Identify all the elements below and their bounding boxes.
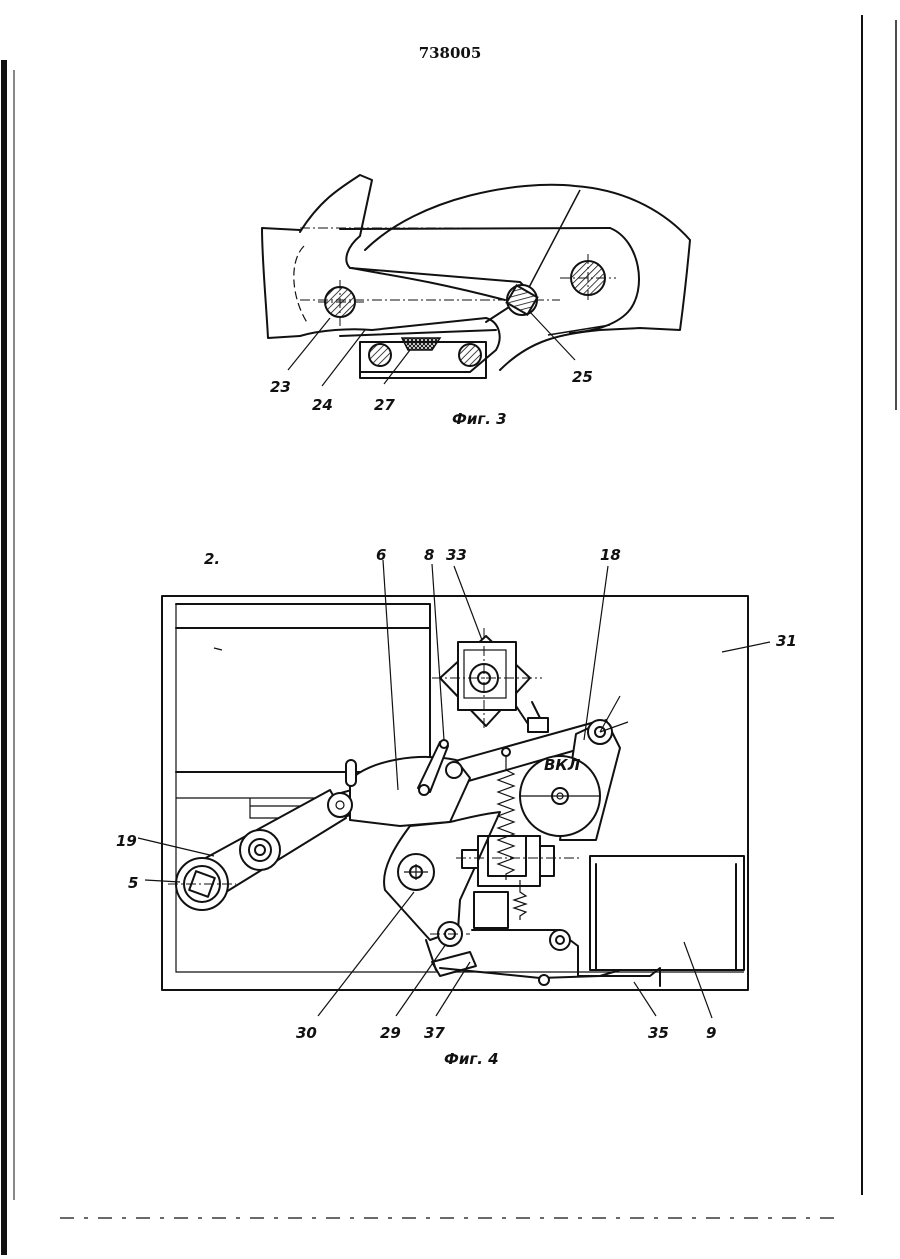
label-2: 2. [204,550,220,568]
pin-23 [318,280,364,326]
figure-3: 23 24 27 25 Фиг. 3 [262,175,690,428]
label-37: 37 [424,1024,445,1042]
unit-33 [432,628,548,732]
figure-4-caption: Фиг. 4 [444,1050,499,1068]
label-30: 30 [296,1024,317,1042]
switch-label: ВКЛ [544,756,581,774]
label-18: 18 [600,546,621,564]
pin-25 [507,285,538,315]
label-23: 23 [270,378,291,396]
solenoid [456,836,580,930]
label-31: 31 [776,632,797,650]
label-35: 35 [648,1024,669,1042]
figure-3-caption: Фиг. 3 [452,410,507,428]
label-19: 19 [116,832,137,850]
label-24: 24 [312,396,333,414]
label-29: 29 [380,1024,401,1042]
label-5: 5 [128,874,138,892]
label-33: 33 [446,546,467,564]
block-9 [590,856,744,970]
label-6: 6 [376,546,386,564]
label-9: 9 [706,1024,716,1042]
figure-4: ВКЛ [116,546,797,1068]
label-8: 8 [424,546,434,564]
pin-right [560,254,616,302]
label-27: 27 [374,396,395,414]
label-25: 25 [572,368,593,386]
